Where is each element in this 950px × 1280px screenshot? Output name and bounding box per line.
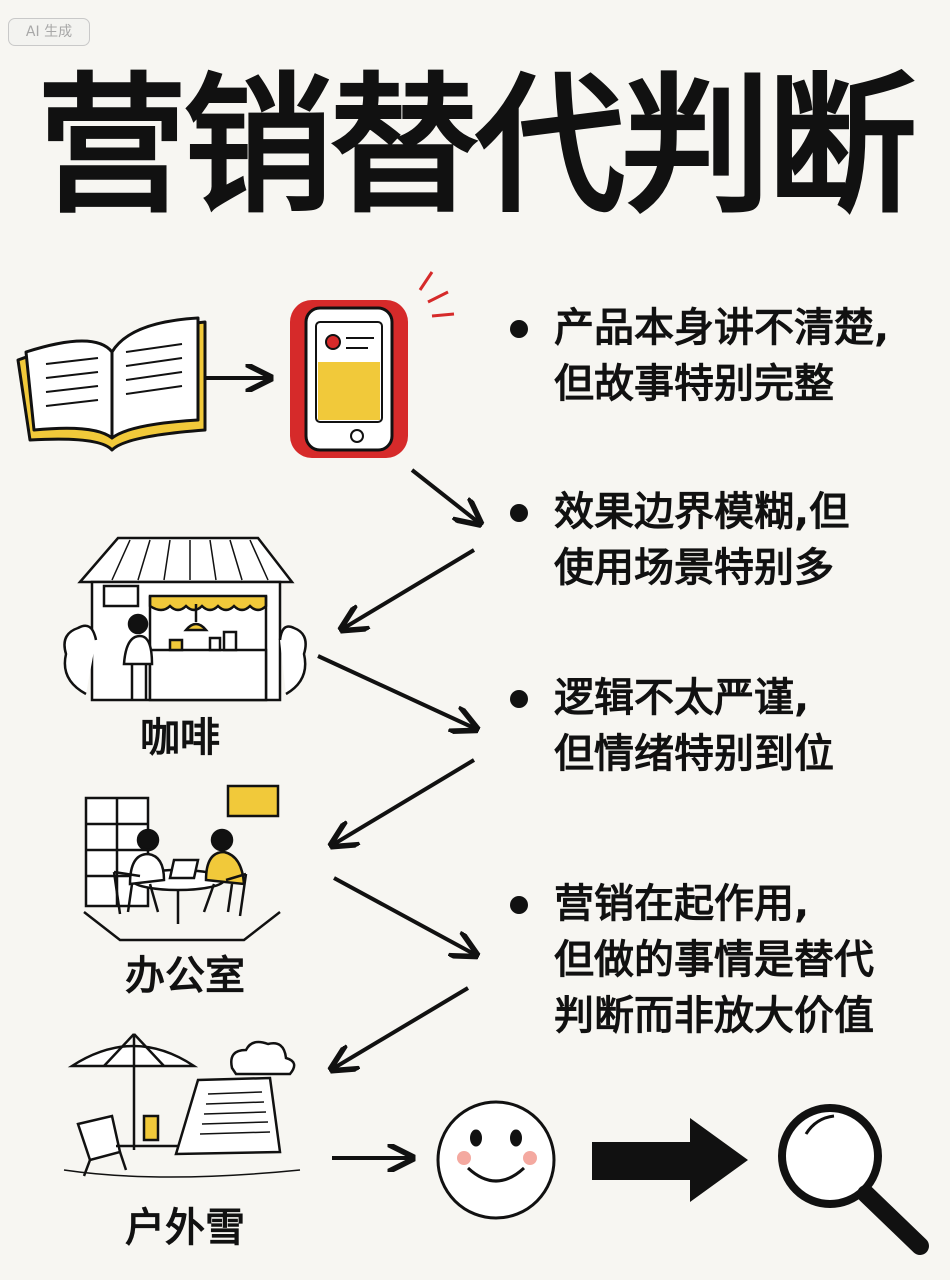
smartphone-icon <box>290 271 455 458</box>
magnifying-glass-icon <box>778 1104 929 1255</box>
bullet-dot <box>510 320 528 338</box>
office-meeting-icon <box>83 784 281 942</box>
smiley-face-icon <box>436 1100 556 1220</box>
scene-label-outdoor: 户外雪 <box>125 1205 245 1251</box>
bullet-text: 效果边界模糊,但 使用场景特别多 <box>554 489 850 591</box>
bullet-item-4: 营销在起作用, 但做的事情是替代 判断而非放大价值 <box>510 876 945 1044</box>
arrow-down-right-icon <box>410 468 478 522</box>
book-icon <box>16 316 207 452</box>
cafe-storefront-icon <box>63 536 307 702</box>
bullet-item-1: 产品本身讲不清楚, 但故事特别完整 <box>510 300 945 412</box>
bullet-dot <box>510 896 528 914</box>
bullet-dot <box>510 504 528 522</box>
arrow-down-right-icon <box>317 654 474 728</box>
bullet-dot <box>510 690 528 708</box>
ai-generated-badge: AI 生成 <box>8 18 90 46</box>
bullet-item-3: 逻辑不太严谨, 但情绪特别到位 <box>510 670 945 782</box>
arrow-down-left-icon <box>334 758 476 844</box>
bold-arrow-right-icon <box>592 1118 748 1202</box>
outdoor-picnic-icon <box>63 1033 301 1178</box>
bullet-text: 营销在起作用, 但做的事情是替代 判断而非放大价值 <box>554 881 874 1039</box>
scene-label-office: 办公室 <box>125 953 245 999</box>
bullet-item-2: 效果边界模糊,但 使用场景特别多 <box>510 484 945 596</box>
arrow-down-right-icon <box>333 876 474 954</box>
page-title: 营销替代判断 <box>36 60 917 234</box>
bullet-text: 产品本身讲不清楚, 但故事特别完整 <box>554 305 890 407</box>
arrow-down-left-icon <box>344 548 476 628</box>
bullet-text: 逻辑不太严谨, 但情绪特别到位 <box>554 675 834 777</box>
arrow-down-left-icon <box>334 986 470 1068</box>
scene-label-cafe: 咖啡 <box>140 715 220 761</box>
